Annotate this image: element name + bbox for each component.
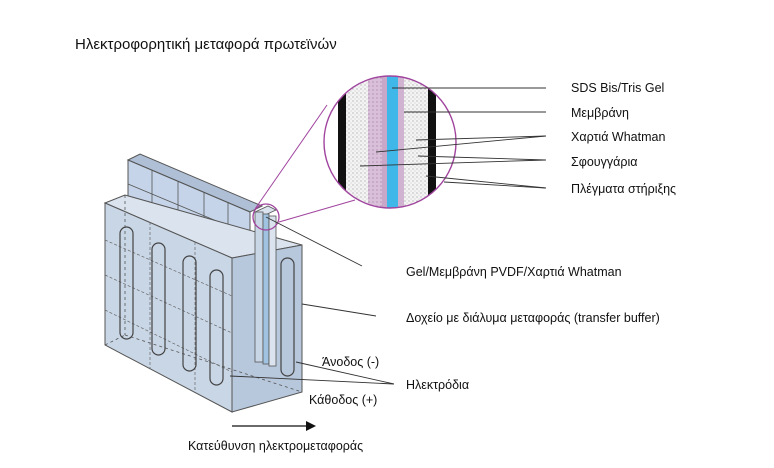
zoom-connector-upper (254, 104, 328, 210)
label-direction: Κατεύθυνση ηλεκτρομεταφοράς (188, 439, 364, 453)
label-sponges: Σφουγγάρια (571, 155, 638, 169)
label-sds-gel: SDS Bis/Tris Gel (571, 81, 665, 95)
label-sandwich: Gel/Μεμβράνη PVDF/Χαρτιά Whatman (406, 265, 622, 279)
label-membrane: Μεμβράνη (571, 106, 629, 120)
label-cathode: Κάθοδος (+) (309, 393, 378, 407)
label-electrodes: Ηλεκτρόδια (406, 378, 470, 392)
label-support-grids: Πλέγματα στήριξης (571, 182, 677, 196)
diagram-title: Ηλεκτροφορητική μεταφορά πρωτεϊνών (75, 36, 337, 53)
zoom-circle (323, 75, 457, 209)
sandwich-in-tank (254, 205, 277, 367)
zoom-connector-lower (278, 199, 356, 223)
direction-arrow (232, 421, 316, 431)
electrodes-side (280, 257, 295, 377)
label-tank: Δοχείο με διάλυμα μεταφοράς (transfer bu… (406, 311, 660, 325)
label-whatman: Χαρτιά Whatman (571, 130, 666, 144)
electrodes-front (119, 226, 224, 386)
label-anode: Άνοδος (-) (322, 355, 380, 369)
leader-lines (229, 87, 547, 385)
zoom-cross-section (324, 76, 456, 208)
zoom-source-circle (252, 203, 280, 231)
